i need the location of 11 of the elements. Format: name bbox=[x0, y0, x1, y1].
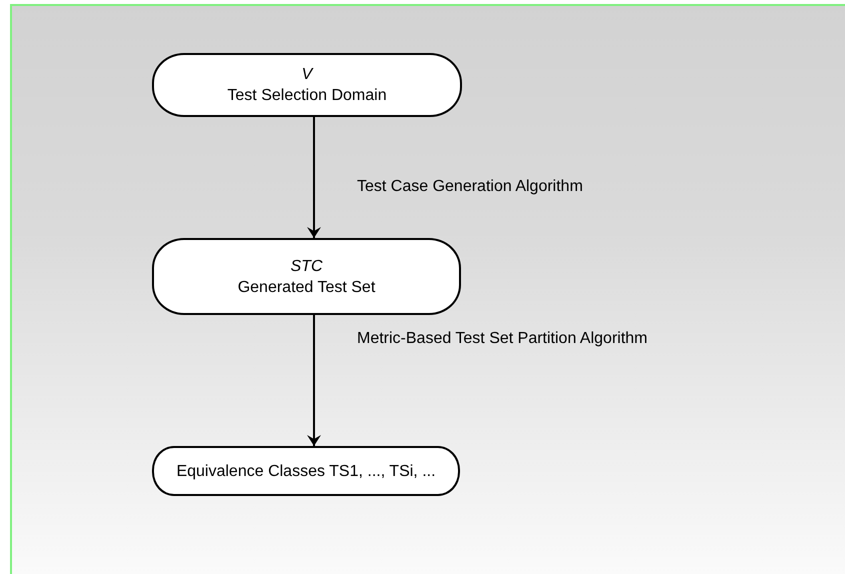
node-symbol: V bbox=[302, 65, 312, 85]
arrow bbox=[307, 117, 321, 238]
arrow bbox=[307, 315, 321, 446]
node-label: Generated Test Set bbox=[238, 278, 376, 298]
terminal-node bbox=[152, 238, 461, 315]
node-label: Equivalence Classes TS1, ..., TSi, ... bbox=[176, 462, 436, 482]
node-label: Test Selection Domain bbox=[227, 86, 387, 106]
edge-label: Metric-Based Test Set Partition Algorithm bbox=[357, 330, 648, 348]
node-symbol: STC bbox=[290, 256, 322, 276]
terminal-node bbox=[152, 446, 460, 496]
edge-label: Test Case Generation Algorithm bbox=[357, 178, 583, 196]
